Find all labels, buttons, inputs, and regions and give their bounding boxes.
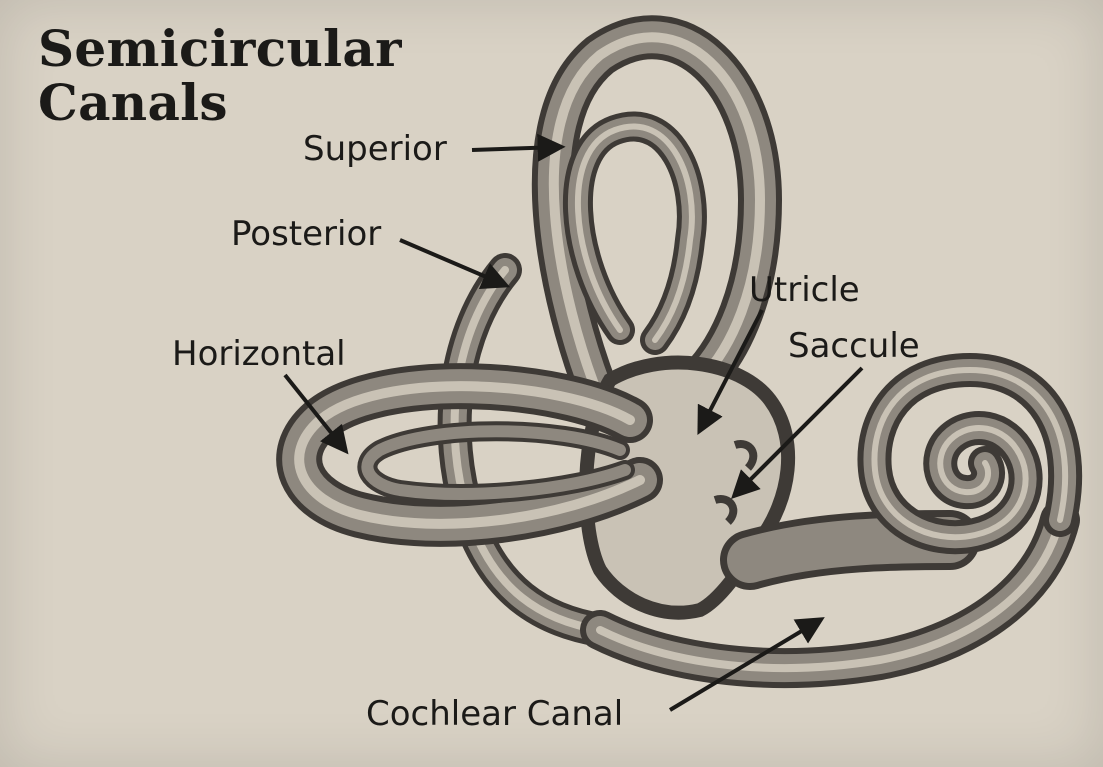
label-cochlear-canal: Cochlear Canal [366, 695, 623, 733]
label-superior: Superior [303, 130, 447, 168]
title-line-1: Semicircular [38, 22, 402, 76]
label-horizontal: Horizontal [172, 335, 346, 373]
superior-inner-loop [578, 127, 692, 340]
label-utricle: Utricle [749, 271, 860, 309]
label-saccule: Saccule [788, 327, 920, 365]
cochlea-spiral [874, 370, 1065, 537]
title-line-2: Canals [38, 76, 402, 130]
diagram-title: Semicircular Canals [38, 22, 402, 130]
label-posterior: Posterior [231, 215, 381, 253]
